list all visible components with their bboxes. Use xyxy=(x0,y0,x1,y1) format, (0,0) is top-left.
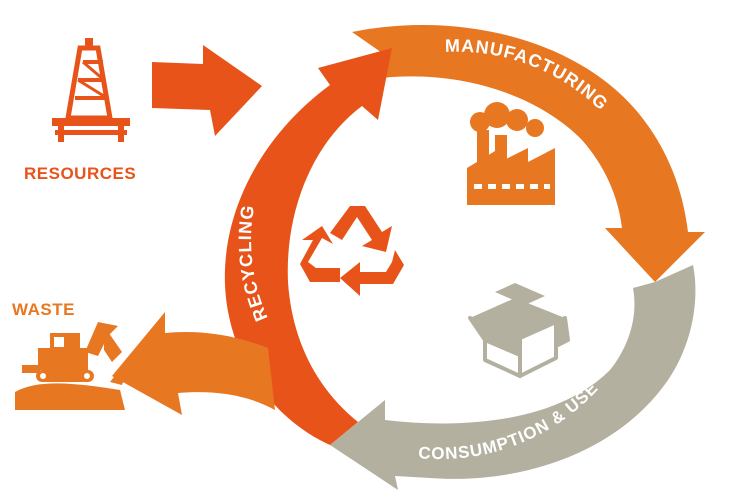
waste-outflow-arrow xyxy=(112,312,275,415)
consumption-arrow xyxy=(330,265,696,490)
resources-label: RESOURCES xyxy=(24,164,137,183)
excavator-icon xyxy=(15,322,130,410)
oil-rig-icon xyxy=(52,38,130,142)
waste-label: WASTE xyxy=(12,300,75,319)
boxes-icon xyxy=(468,283,570,378)
factory-icon xyxy=(467,102,555,205)
recycle-icon xyxy=(300,206,404,296)
recycling-arrow xyxy=(224,48,392,445)
resources-inflow-arrow xyxy=(152,45,262,136)
